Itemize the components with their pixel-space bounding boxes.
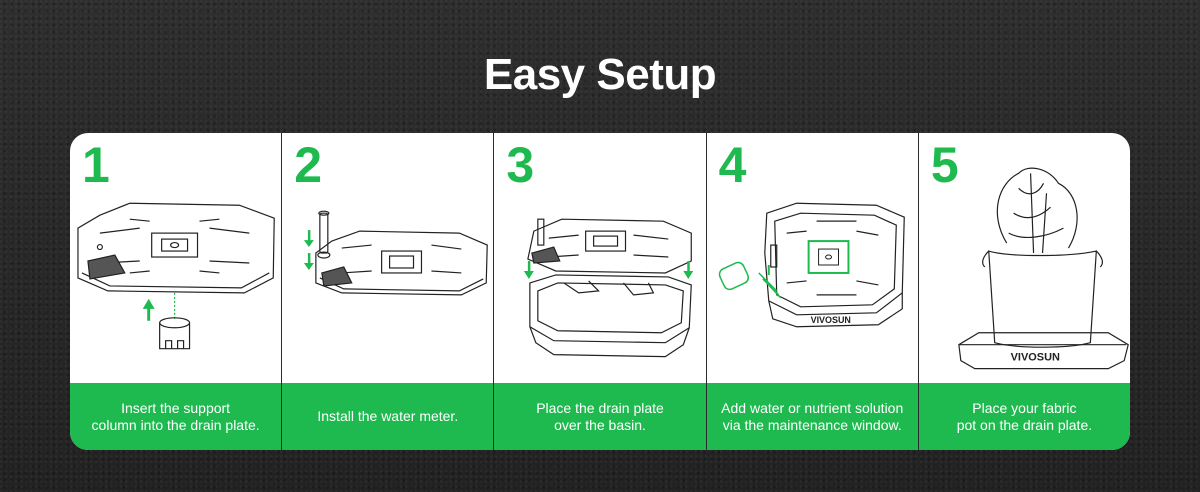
step-number: 1 <box>82 137 110 193</box>
water-meter-install-illustration <box>304 210 489 296</box>
step-number: 2 <box>294 137 323 193</box>
step-number: 5 <box>930 137 959 193</box>
step-number: 3 <box>506 137 535 193</box>
step-panel-1: 1 Insert the support column into the dra… <box>70 133 283 450</box>
fabric-pot-illustration: VIVOSUN <box>958 167 1129 370</box>
step-panel-3: 3 Place the drain plate over the <box>494 133 707 450</box>
brand-text: VIVOSUN <box>810 315 850 325</box>
steps-strip: 1 Insert the support column into the dra… <box>70 133 1130 450</box>
step-caption: Install the water meter. <box>282 383 494 450</box>
step-caption: Insert the support column into the drain… <box>70 383 282 450</box>
drain-plate-with-column-illustration <box>77 202 275 350</box>
step-number: 4 <box>718 137 747 193</box>
step-caption: Place the drain plate over the basin. <box>494 383 706 450</box>
add-water-illustration: VIVOSUN <box>718 202 905 328</box>
step-panel-4: 4 VIVOSUN Add water or nutrient solution… <box>706 133 919 450</box>
step-caption: Place your fabric pot on the drain plate… <box>918 383 1130 450</box>
brand-text: VIVOSUN <box>1010 352 1059 364</box>
page-title: Easy Setup <box>483 50 717 99</box>
step-panel-2: 2 Install the water meter. <box>282 133 495 450</box>
step-caption: Add water or nutrient solution via the m… <box>706 383 918 450</box>
step-panel-5: 5 VIVOSUN Place your fabric pot on the d… <box>918 133 1130 450</box>
plate-over-basin-illustration <box>524 218 694 358</box>
